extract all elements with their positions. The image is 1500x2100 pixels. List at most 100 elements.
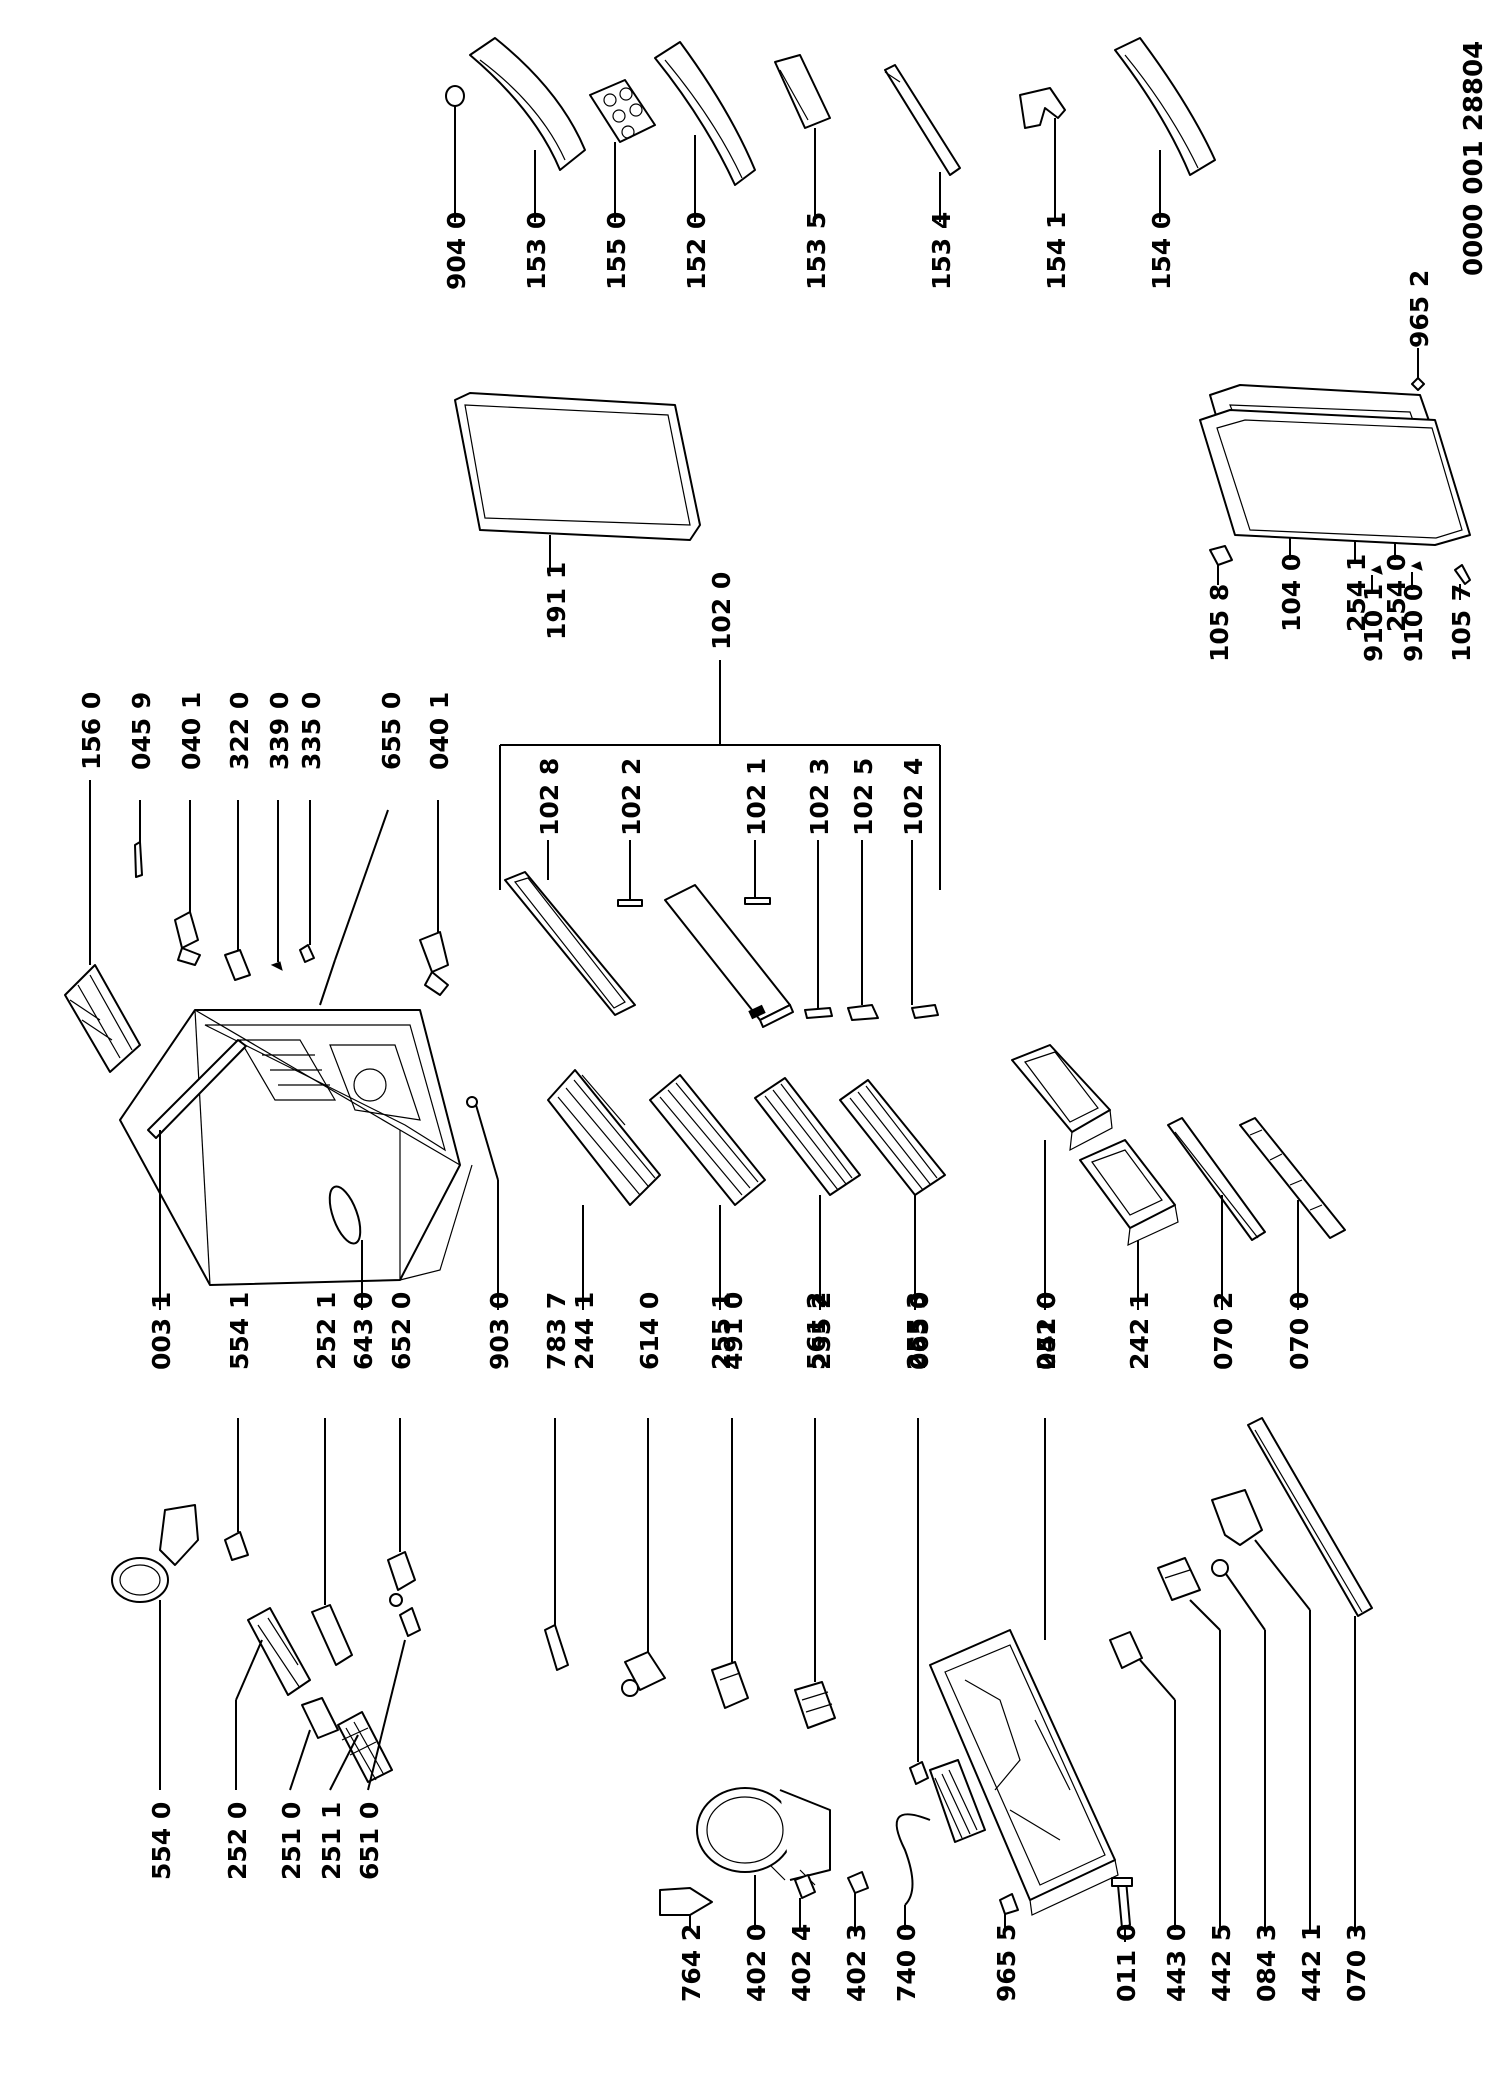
part-drawing-0110 — [1117, 1879, 1131, 1929]
part-label-4910: 491 0 — [719, 1292, 748, 1370]
part-label-2553: 255 3 — [902, 1292, 931, 1370]
part-label-1911: 191 1 — [542, 562, 571, 640]
part-drawing-9040 — [445, 85, 465, 107]
part-label-2441: 244 1 — [570, 1292, 599, 1370]
part-label-2520: 252 0 — [223, 1802, 252, 1880]
part-label-9030: 903 0 — [485, 1292, 514, 1370]
part-drawing-2552 — [754, 1077, 861, 1196]
part-drawing-9100 — [1410, 561, 1423, 571]
part-drawing-0703 — [1247, 1417, 1373, 1617]
part-label-0510: 051 0 — [1032, 1292, 1061, 1370]
part-label-0843: 084 3 — [1252, 1924, 1281, 2002]
part-label-3350: 335 0 — [297, 692, 326, 770]
part-label-0703: 070 3 — [1342, 1924, 1371, 2002]
part-label-6520: 652 0 — [387, 1292, 416, 1370]
part-label-1025: 102 5 — [849, 758, 878, 836]
part-drawing-1911-frame — [454, 392, 701, 541]
part-label-2541: 254 1 — [1342, 554, 1371, 632]
part-group-door-accessories: 904 0 153 0 155 0 152 0 153 5 153 4 154 … — [442, 37, 1216, 290]
part-group-freezer: 156 0 045 9 040 1 322 0 339 0 335 0 655 … — [64, 572, 941, 1073]
part-label-9040: 904 0 — [442, 212, 471, 290]
part-label-0650: 065 0 — [905, 1292, 934, 1370]
part-drawing-0031 — [119, 1009, 461, 1286]
part-label-1023: 102 3 — [805, 758, 834, 836]
part-label-9100: 910 0 — [1399, 584, 1428, 662]
part-group-cabinet: 003 1 643 0 903 0 — [119, 1009, 514, 1370]
document-number: 0000 001 28804 — [1459, 41, 1489, 276]
part-drawing-2553 — [839, 1079, 946, 1196]
part-drawing-4024 — [794, 1874, 816, 1899]
part-drawing-0650 — [909, 1761, 929, 1785]
part-drawing-3220 — [224, 949, 251, 981]
part-label-1520: 152 0 — [682, 212, 711, 290]
part-drawing-1022 — [617, 899, 643, 907]
part-label-6140: 614 0 — [635, 1292, 664, 1370]
part-drawing-4910 — [711, 1661, 749, 1709]
part-label-4020: 402 0 — [742, 1924, 771, 2002]
part-label-1541: 154 1 — [1042, 212, 1071, 290]
part-drawing-4430 — [1109, 1631, 1143, 1669]
part-label-4024: 402 4 — [787, 1924, 816, 2002]
part-drawing-2441 — [547, 1069, 661, 1206]
part-drawing-7400 — [929, 1759, 986, 1843]
part-label-7837: 783 7 — [542, 1292, 571, 1370]
part-label-5540: 554 0 — [147, 1802, 176, 1880]
part-label-0401b: 040 1 — [425, 692, 454, 770]
part-label-9655: 965 5 — [992, 1924, 1021, 2002]
part-label-0110: 011 0 — [1112, 1924, 1141, 2002]
part-drawing-9652 — [1411, 377, 1425, 391]
part-label-4023: 402 3 — [842, 1924, 871, 2002]
part-label-6430: 643 0 — [349, 1292, 378, 1370]
part-label-3220: 322 0 — [225, 692, 254, 770]
part-label-0401a: 040 1 — [177, 692, 206, 770]
part-drawing-1021 — [744, 897, 771, 905]
part-label-1024: 102 4 — [899, 758, 928, 836]
part-label-0702: 070 2 — [1209, 1292, 1238, 1370]
part-group-electrics: 783 7 614 0 491 0 561 2 065 0 051 0 — [542, 1292, 1119, 1916]
part-label-2420: 242 0 — [1032, 1292, 1061, 1370]
part-label-4421: 442 1 — [1297, 1924, 1326, 2002]
part-drawing-2520 — [247, 1607, 311, 1696]
part-drawing-0702 — [1167, 1117, 1266, 1241]
part-drawing-0401a — [174, 911, 199, 949]
part-drawing-3390 — [270, 961, 283, 971]
part-drawing-7837 — [544, 1624, 569, 1671]
part-label-1021: 102 1 — [742, 758, 771, 836]
part-label-1022: 102 2 — [617, 758, 646, 836]
part-label-2421: 242 1 — [1125, 1292, 1154, 1370]
part-group-shelves: 244 1 255 1 255 2 255 3 — [547, 1069, 946, 1370]
part-drawing-flap — [664, 884, 791, 1021]
part-drawing-4425 — [1157, 1557, 1201, 1601]
part-label-6550: 655 0 — [377, 692, 406, 770]
part-drawing-1025 — [847, 1004, 879, 1021]
part-label-4425: 442 5 — [1207, 1924, 1236, 2002]
part-label-1540: 154 0 — [1147, 212, 1176, 290]
part-drawing-1028 — [504, 871, 636, 1016]
part-label-0700: 070 0 — [1285, 1292, 1314, 1370]
part-drawing-1023 — [804, 1007, 833, 1019]
part-drawing-1535 — [774, 54, 831, 129]
part-drawing-6510 — [399, 1607, 421, 1637]
part-drawing-2510 — [301, 1697, 339, 1739]
part-drawing-1541 — [1019, 87, 1066, 129]
part-drawing-0459 — [134, 841, 143, 878]
part-label-2521: 252 1 — [312, 1292, 341, 1370]
part-group-thermostat: 554 0 554 1 252 1 652 0 252 0 251 0 251 … — [111, 1292, 421, 1880]
part-group-compressor: 764 2 402 0 402 4 402 3 740 0 965 5 011 … — [659, 1417, 1373, 2002]
part-label-1530: 153 0 — [522, 212, 551, 290]
part-label-1040: 104 0 — [1277, 554, 1306, 632]
part-drawing-3350 — [299, 944, 315, 963]
part-label-2540: 254 0 — [1382, 554, 1411, 632]
part-drawing-4023 — [847, 1871, 869, 1894]
part-drawing-9101 — [1370, 565, 1383, 575]
part-label-0031: 003 1 — [147, 1292, 176, 1370]
part-drawing-9030 — [466, 1096, 478, 1108]
part-label-3390: 339 0 — [265, 692, 294, 770]
part-label-1560: 156 0 — [77, 692, 106, 770]
part-drawing-9655 — [999, 1893, 1019, 1915]
part-label-1057: 105 7 — [1447, 584, 1476, 662]
part-label-0459: 045 9 — [127, 692, 156, 770]
part-drawing-1057 — [1454, 564, 1471, 585]
part-label-2511: 251 1 — [317, 1802, 346, 1880]
